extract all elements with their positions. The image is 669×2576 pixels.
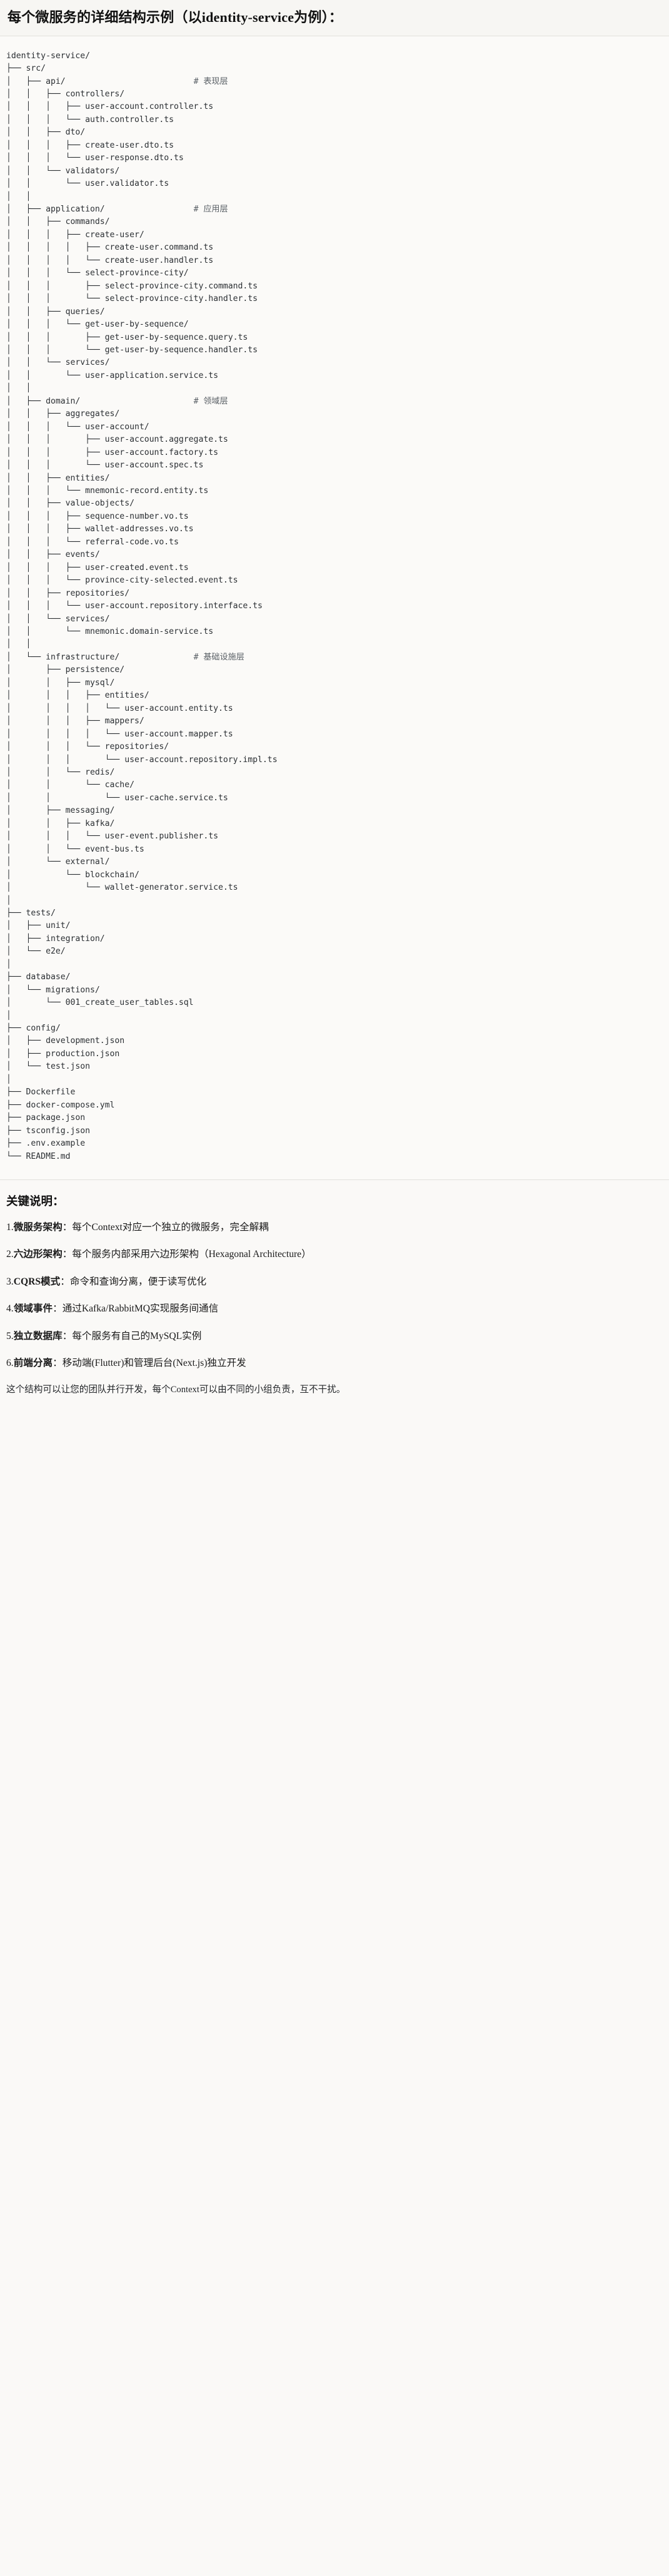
key-points-section: 关键说明： 1.微服务架构：每个Context对应一个独立的微服务，完全解耦 2… xyxy=(0,1180,669,1410)
list-item: 1.微服务架构：每个Context对应一个独立的微服务，完全解耦 xyxy=(6,1220,663,1235)
list-item-number: 6. xyxy=(6,1357,14,1368)
list-item-lead: 六边形架构 xyxy=(13,1249,63,1260)
list-item-lead: 前端分离 xyxy=(13,1357,53,1368)
title-section: 每个微服务的详细结构示例（以identity-service为例）： xyxy=(0,0,669,36)
list-item: 2.六边形架构：每个服务内部采用六边形架构（Hexagonal Architec… xyxy=(6,1247,663,1261)
list-item-lead: 独立数据库 xyxy=(13,1330,63,1341)
tree-layer-comment: # 应用层 xyxy=(193,205,228,215)
list-item-lead: 领域事件 xyxy=(13,1303,53,1315)
tree-layer-comment: # 表现层 xyxy=(193,76,228,86)
list-item: 3.CQRS模式：命令和查询分离，便于读写优化 xyxy=(6,1275,663,1289)
key-points-list: 1.微服务架构：每个Context对应一个独立的微服务，完全解耦 2.六边形架构… xyxy=(6,1220,663,1370)
list-item-lead: 微服务架构 xyxy=(13,1222,63,1233)
list-item-number: 1. xyxy=(6,1222,14,1233)
list-item: 4.领域事件：通过Kafka/RabbitMQ实现服务间通信 xyxy=(6,1301,663,1316)
list-item: 6.前端分离：移动端(Flutter)和管理后台(Next.js)独立开发 xyxy=(6,1356,663,1370)
directory-tree: identity-service/ ├── src/ │ ├── api/ # … xyxy=(6,51,278,1161)
list-item-number: 3. xyxy=(6,1276,14,1287)
list-item-number: 5. xyxy=(6,1330,14,1341)
list-item-body: ：通过Kafka/RabbitMQ实现服务间通信 xyxy=(53,1303,219,1315)
tree-layer-comment: # 基础设施层 xyxy=(193,652,244,662)
list-item-body: ：每个服务内部采用六边形架构（Hexagonal Architecture） xyxy=(62,1249,311,1260)
list-item-body: ：移动端(Flutter)和管理后台(Next.js)独立开发 xyxy=(53,1357,246,1368)
list-item: 5.独立数据库：每个服务有自己的MySQL实例 xyxy=(6,1329,663,1343)
list-item-body: ：每个Context对应一个独立的微服务，完全解耦 xyxy=(62,1222,269,1233)
list-item-number: 2. xyxy=(6,1249,14,1260)
tree-layer-comment: # 领域层 xyxy=(193,396,228,406)
list-item-body: ：命令和查询分离，便于读写优化 xyxy=(60,1276,207,1287)
key-points-heading: 关键说明： xyxy=(6,1196,64,1209)
list-item-number: 4. xyxy=(6,1303,14,1315)
list-item-body: ：每个服务有自己的MySQL实例 xyxy=(62,1330,202,1341)
notes-divider xyxy=(0,1179,669,1181)
page-title: 每个微服务的详细结构示例（以identity-service为例）： xyxy=(8,9,343,25)
list-item-lead: CQRS模式 xyxy=(13,1276,61,1287)
code-block-directory-tree: identity-service/ ├── src/ │ ├── api/ # … xyxy=(0,36,669,1180)
closing-paragraph: 这个结构可以让您的团队并行开发，每个Context可以由不同的小组负责，互不干扰… xyxy=(6,1385,346,1395)
document-page: 每个微服务的详细结构示例（以identity-service为例）： ident… xyxy=(0,0,669,1410)
